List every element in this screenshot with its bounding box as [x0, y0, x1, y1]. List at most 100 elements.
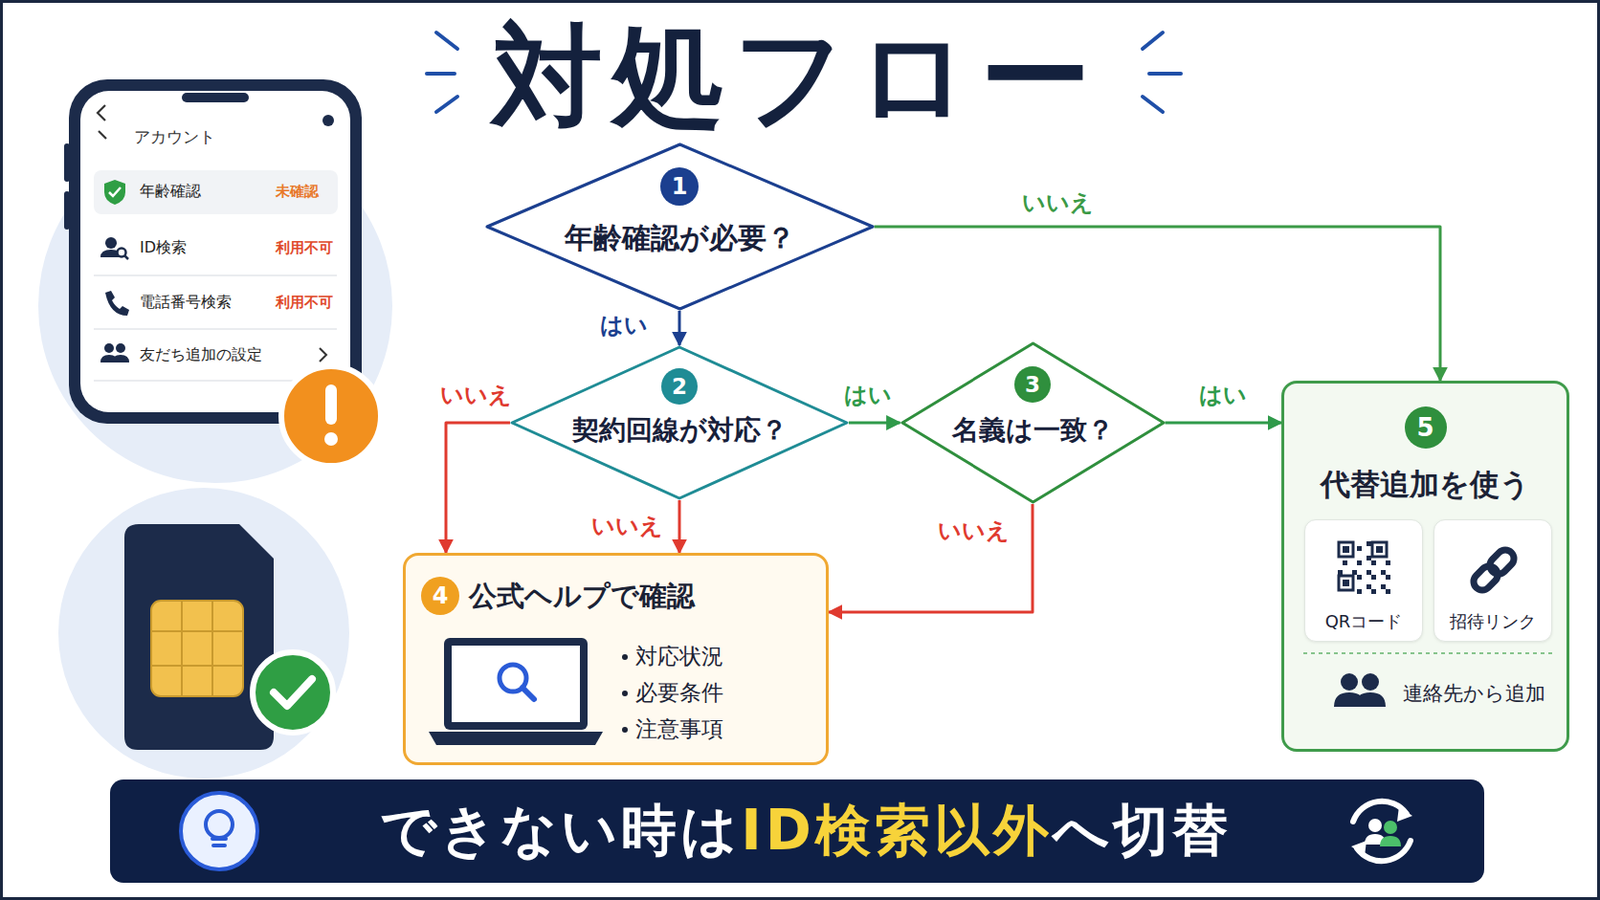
people-icon [1383, 821, 1398, 835]
people-icon [1379, 836, 1401, 847]
qr-cell [1371, 589, 1377, 595]
title-spark [426, 71, 455, 76]
bulb-icon [205, 811, 233, 839]
chain-link [1486, 546, 1518, 578]
node-text: へ切替 [1052, 798, 1232, 866]
highlight-row [93, 170, 338, 215]
bullet-item: 注意事項 [635, 716, 724, 744]
phone-notch [181, 92, 249, 103]
node-text: 年齢確認が必要？ [564, 221, 796, 256]
edge-label: いいえ [436, 381, 516, 410]
node-text: できない時は [379, 798, 741, 866]
qr-cell [1352, 570, 1357, 576]
edge-label: いいえ [587, 512, 667, 541]
decision-diamond: 1年齢確認が必要？ [485, 142, 875, 312]
contacts-icon [1333, 692, 1386, 708]
screen-label: 年齢確認 [139, 181, 201, 200]
contacts-icon [1340, 673, 1358, 691]
chain-link [1469, 562, 1502, 595]
node-text: 招待リンク [1449, 611, 1536, 633]
diamond-outline [487, 144, 873, 310]
qr-cell [1385, 560, 1391, 566]
people-icon [115, 343, 126, 354]
screen-label: 未確認 [275, 182, 319, 200]
screen-label: ID検索 [139, 238, 187, 257]
qr-finder [1338, 542, 1354, 557]
edge-label: はい [1195, 381, 1251, 410]
qr-cell [1366, 541, 1372, 547]
node-text: 代替追加を使う [1320, 466, 1531, 503]
laptop-display [451, 645, 580, 723]
bullet-dot [622, 690, 628, 697]
warning-mark [324, 432, 338, 446]
node-text: 公式ヘルプで確認 [468, 579, 695, 614]
qr-cell [1342, 560, 1348, 566]
person-icon [105, 237, 117, 249]
people-icon [1368, 819, 1382, 833]
step-number: 2 [661, 368, 698, 405]
row-chevron [319, 348, 327, 362]
qr-cell [1366, 570, 1372, 576]
bullet-dot [622, 727, 628, 734]
qr-cell [1366, 555, 1372, 561]
edge-label: はい [596, 311, 652, 340]
edge-label: いいえ [933, 517, 1014, 546]
step-number: 3 [1014, 366, 1051, 403]
sim-chip [151, 600, 244, 697]
bulb-icon [212, 839, 226, 846]
option-tile: 招待リンク [1433, 519, 1553, 643]
row-divider [93, 274, 337, 277]
tip-banner: できない時はID検索以外へ切替 [110, 779, 1485, 884]
node-text: 契約回線が対応？ [572, 414, 788, 447]
diamond-outline [511, 347, 847, 499]
flow-arrow [874, 226, 1442, 381]
laptop-base [428, 732, 603, 746]
flow-arrow [848, 422, 901, 425]
edge-label: はい [840, 381, 896, 410]
sync-heads [1351, 806, 1413, 857]
link-icon [1469, 546, 1517, 594]
title-spark [1142, 32, 1163, 49]
screen-label: 利用不可 [275, 293, 334, 312]
qr-cell [1356, 575, 1362, 580]
bullet-item: 必要条件 [635, 680, 724, 708]
step-number: 5 [1404, 406, 1447, 449]
qr-cell [1380, 570, 1386, 576]
qr-finder [1372, 542, 1387, 557]
qr-finder [1342, 546, 1350, 554]
diagram-title: 対処フロー [491, 9, 1101, 143]
screen-label: 電話番号検索 [139, 292, 232, 312]
decision-diamond: 3 名義は一致？ [900, 341, 1166, 505]
sim-backdrop [58, 488, 350, 779]
chip-lines [151, 600, 244, 697]
magnifier-icon [522, 688, 534, 700]
node-text: 名義は一致？ [952, 414, 1114, 447]
people-icon [100, 355, 130, 363]
screen-label: 友だち追加の設定 [139, 345, 263, 364]
flow-arrow [445, 422, 511, 554]
check-badge [252, 652, 334, 734]
qr-cell [1385, 589, 1391, 595]
screen-label: 利用不可 [275, 239, 334, 257]
row-divider [93, 328, 337, 331]
step-number: 4 [421, 577, 460, 616]
node-text: ID検索以外 [740, 798, 1053, 866]
qr-finder [1338, 576, 1354, 591]
node-text: 連絡先から追加 [1402, 682, 1546, 707]
screen-label: アカウント [133, 127, 216, 147]
bullet-item: 対応状況 [635, 644, 724, 671]
qr-cell [1371, 560, 1377, 566]
node-text: QRコード [1325, 611, 1403, 633]
qr-cell [1356, 546, 1362, 552]
title-spark [1142, 96, 1163, 112]
warning-mark [325, 384, 337, 425]
process-box: 5 代替追加を使う連絡先から追加 QRコード 招待リンク [1281, 380, 1570, 753]
phone-screen [80, 90, 351, 413]
back-chevron [97, 105, 107, 139]
diamond-outline [902, 343, 1164, 503]
bulb-badge [180, 793, 258, 870]
flow-arrow [1165, 422, 1283, 425]
flow-arrow [678, 311, 682, 346]
qr-cell [1337, 570, 1343, 576]
title-spark [1149, 71, 1181, 76]
